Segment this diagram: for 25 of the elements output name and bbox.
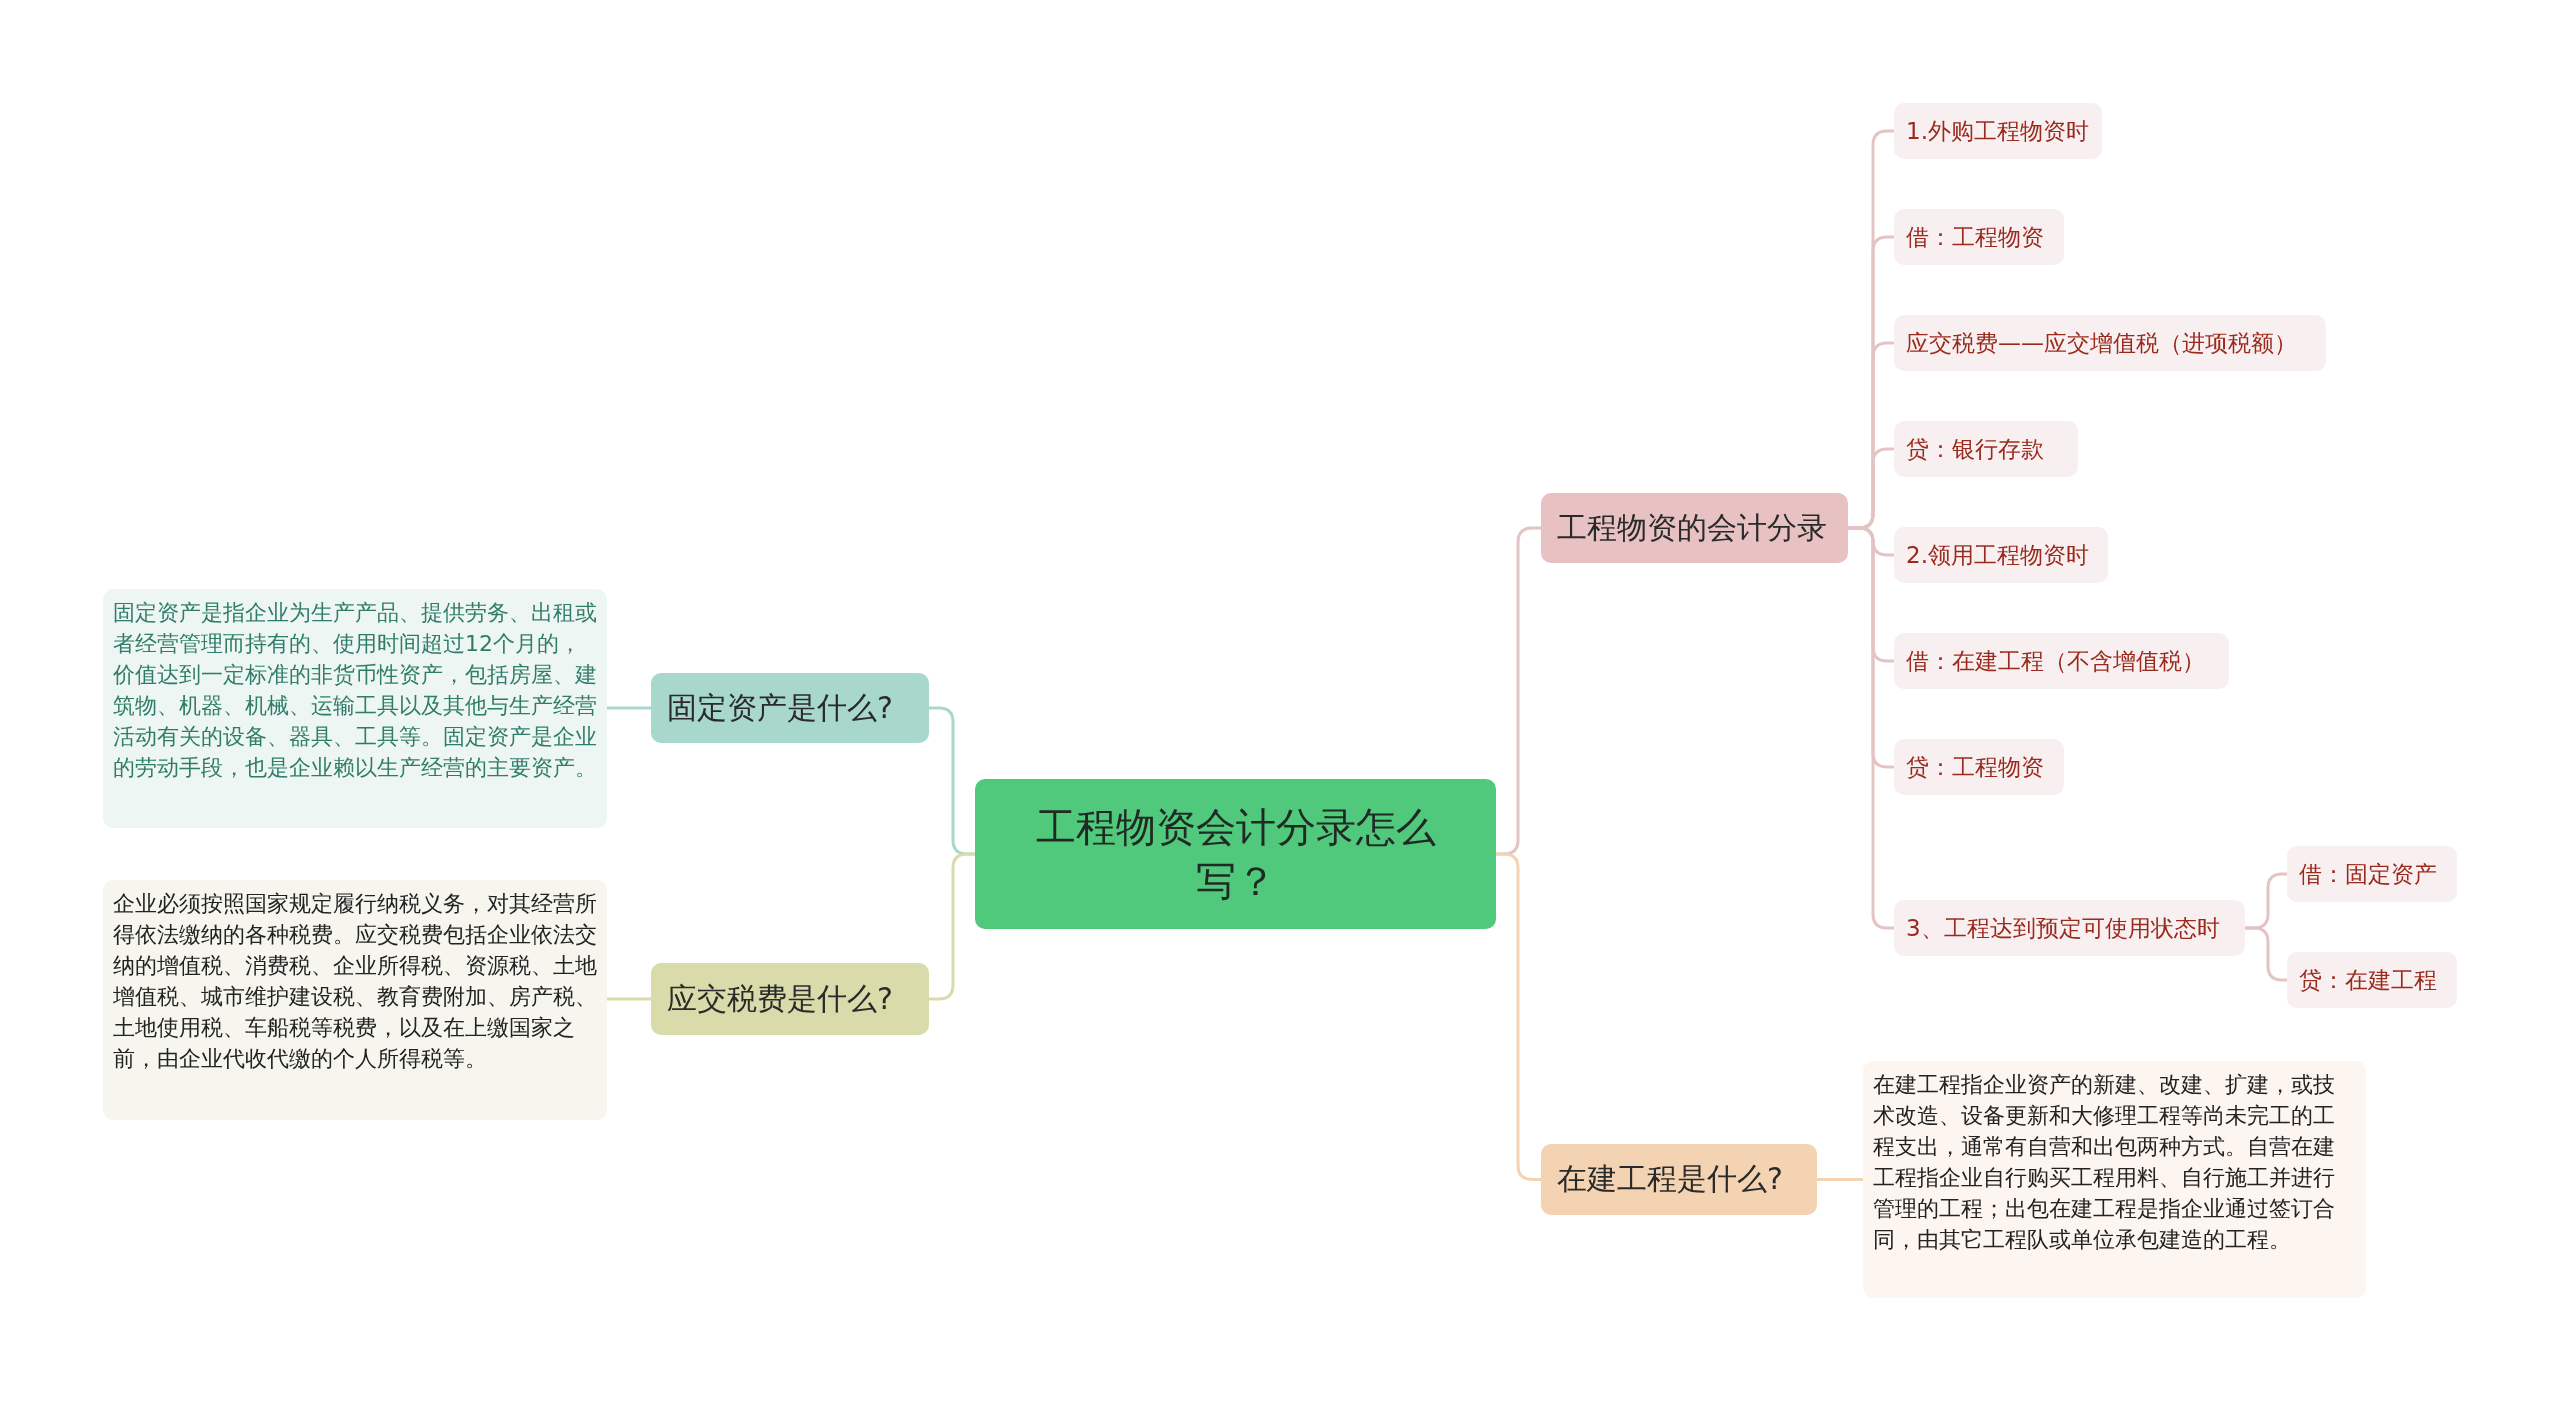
topic-box: 工程物资的会计分录 [1541, 493, 1848, 563]
entry-box: 应交税费——应交增值税（进项税额） [1894, 315, 2326, 371]
entry-box: 贷：在建工程 [2287, 952, 2457, 1008]
topic-box: 应交税费是什么? [651, 963, 929, 1035]
topic-box: 固定资产是什么? [651, 673, 929, 743]
connector-line [2245, 926, 2287, 982]
description-box: 固定资产是指企业为生产产品、提供劳务、出租或者经营管理而持有的、使用时间超过12个月的，价值达到一定标准的非货币性资产，包括房屋、建筑物、机器、机械、运输工具以及其他与生产经营活动有关的设备、器具、工具等。固定资产是企业的劳动手段，也是企业赖以生产经营的主要资产。 [103, 589, 607, 828]
entry-box: 借：工程物资 [1894, 209, 2064, 265]
central-topic-box: 工程物资会计分录怎么写？ [975, 779, 1496, 929]
entry-box: 3、工程达到预定可使用状态时 [1894, 900, 2245, 956]
entry-box: 借：在建工程（不含增值税） [1894, 633, 2229, 689]
description-box: 企业必须按照国家规定履行纳税义务，对其经营所得依法缴纳的各种税费。应交税费包括企业依法交纳的增值税、消费税、企业所得税、资源税、土地增值税、城市维护建设税、教育费附加、房产税、土地使用税、车船税等税费，以及在上缴国家之前，由企业代收代缴的个人所得税等。 [103, 880, 607, 1120]
connector-line [1848, 526, 1894, 930]
connector-line [607, 706, 651, 710]
connector-line [1496, 852, 1541, 1181]
entry-box: 1.外购工程物资时 [1894, 103, 2102, 159]
connector-line [607, 997, 651, 1001]
entry-box: 2.领用工程物资时 [1894, 527, 2108, 583]
description-box: 在建工程指企业资产的新建、改建、扩建，或技术改造、设备更新和大修理工程等尚未完工的工程支出，通常有自营和出包两种方式。自营在建工程指企业自行购买工程用料、自行施工并进行管理的工程；出包在建工程是指企业通过签订合同，由其它工程队或单位承包建造的工程。 [1863, 1061, 2366, 1298]
entry-box: 贷：工程物资 [1894, 739, 2064, 795]
topic-box: 在建工程是什么? [1541, 1144, 1817, 1215]
connector-line [929, 852, 975, 1001]
entry-box: 贷：银行存款 [1894, 421, 2078, 477]
connector-line [1817, 1178, 1863, 1181]
entry-box: 借：固定资产 [2287, 846, 2457, 902]
